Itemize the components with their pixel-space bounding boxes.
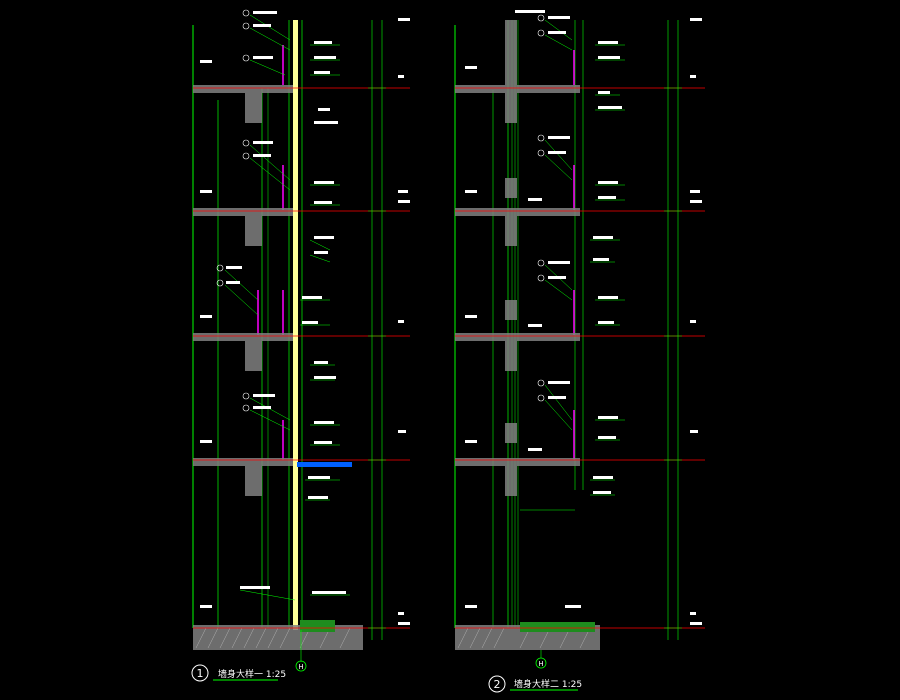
annotation-text-blocks (200, 11, 410, 625)
grid-axis-label-2: H (538, 660, 543, 668)
detail-number-2: 2 (494, 678, 501, 691)
detail-title-2: 墙身大样二 1:25 (514, 678, 582, 690)
wall-detail-2: H 2 墙身大样二 1:25 (454, 10, 705, 693)
detail-title-1: 墙身大样一 1:25 (218, 668, 286, 680)
annotation-leaders (224, 14, 350, 601)
annotation-text-blocks-2 (465, 10, 702, 625)
grid-axis-bubble-1 (295, 660, 307, 672)
detail-number-bubble-2 (488, 675, 506, 693)
dimension-lines-2 (520, 20, 682, 640)
blue-panel (297, 462, 352, 467)
detail-number-1: 1 (197, 667, 204, 680)
planting-bed (300, 620, 335, 632)
planting-bed-2 (520, 622, 595, 632)
detail-number-bubble-1 (191, 664, 209, 682)
ground-hatch (195, 627, 351, 649)
curtain-wall-glass (293, 20, 298, 630)
grid-axis-bubble-2 (535, 657, 547, 669)
annotation-leaders-2 (544, 19, 625, 496)
dimension-lines (368, 20, 386, 640)
grid-axis-label-1: H (298, 663, 303, 671)
detail-callouts (216, 9, 250, 412)
wall-detail-1: H 1 墙身大样一 1:25 (191, 9, 410, 682)
mullions (257, 45, 284, 460)
detail-callouts-2 (537, 14, 545, 402)
level-lines-2 (455, 87, 705, 629)
